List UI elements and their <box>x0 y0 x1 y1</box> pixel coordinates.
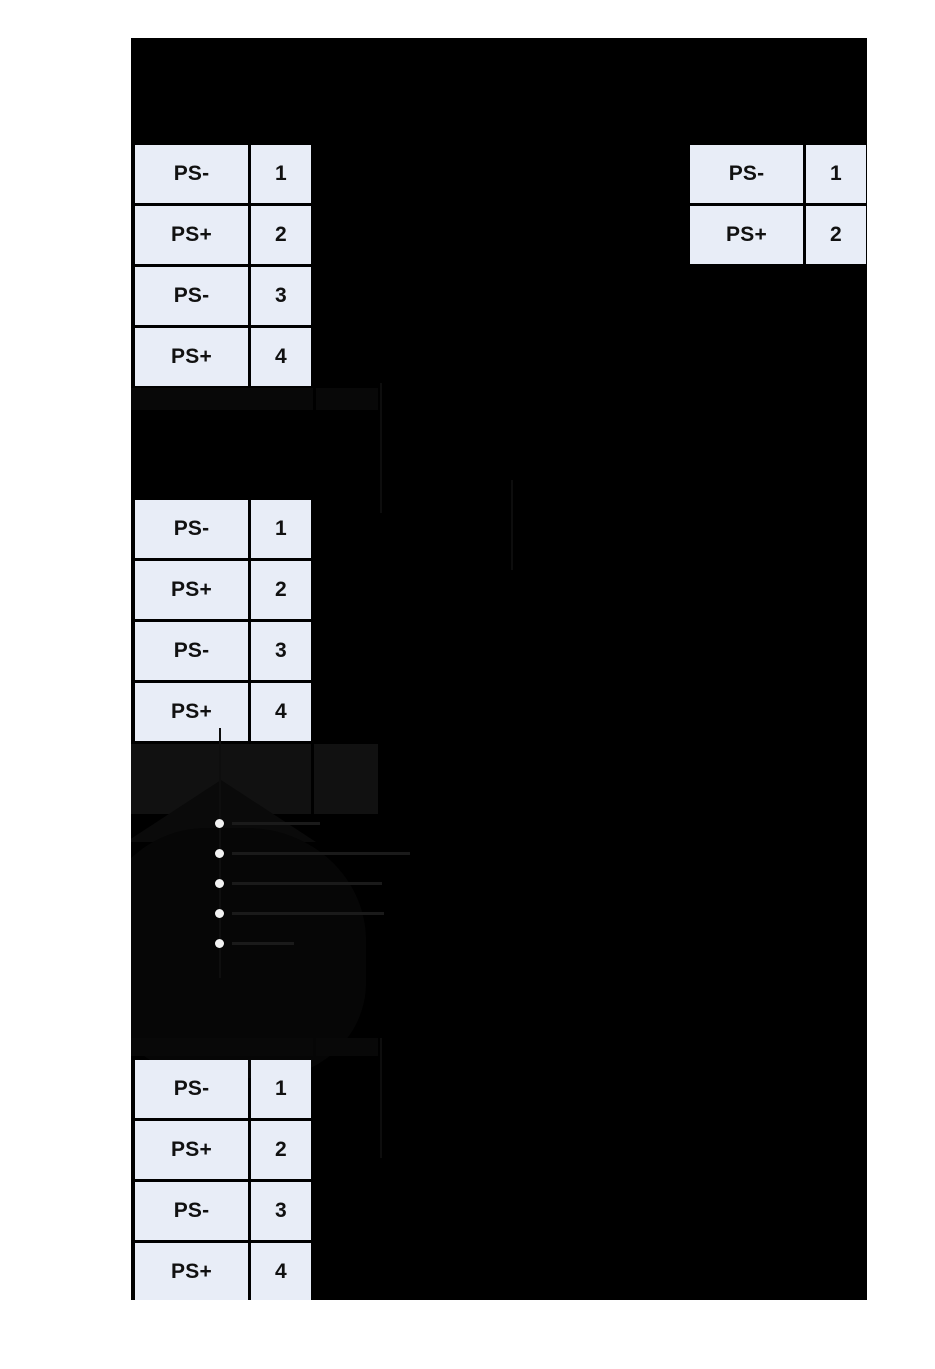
pin-signal-cell: PS+ <box>690 206 803 264</box>
pin-signal-cell: PS+ <box>135 561 248 619</box>
decoration-panel-right <box>314 744 378 814</box>
pin-signal-cell: PS- <box>135 1060 248 1118</box>
bullet-dot-icon <box>215 938 224 948</box>
list-item[interactable] <box>215 838 410 868</box>
pin-number-cell: 2 <box>806 206 866 264</box>
bullet-dot-icon <box>215 818 224 828</box>
table-row[interactable]: PS+ 2 <box>135 561 311 619</box>
table-row[interactable]: PS- 3 <box>135 1182 311 1240</box>
bullet-text-line <box>232 911 384 915</box>
table-row[interactable]: PS- 1 <box>135 145 311 203</box>
pin-signal-cell: PS- <box>135 145 248 203</box>
pin-signal-cell: PS- <box>135 500 248 558</box>
decoration-band-upper-right <box>316 388 378 410</box>
bullet-list <box>215 808 410 958</box>
bullet-text-line <box>232 821 320 825</box>
table-row[interactable]: PS+ 2 <box>135 206 311 264</box>
bullet-text-line <box>232 881 382 885</box>
pin-table-connector-top-right: PS- 1 PS+ 2 <box>690 145 866 267</box>
decoration-blob <box>131 828 366 1078</box>
decoration-divider-upper <box>380 383 382 513</box>
pin-signal-cell: PS+ <box>135 206 248 264</box>
bullet-dot-icon <box>215 878 224 888</box>
pin-number-cell: 4 <box>251 1243 311 1300</box>
pin-number-cell: 1 <box>251 1060 311 1118</box>
pin-signal-cell: PS+ <box>135 328 248 386</box>
table-row[interactable]: PS- 1 <box>135 500 311 558</box>
table-row[interactable]: PS+ 2 <box>135 1121 311 1179</box>
pin-number-cell: 2 <box>251 561 311 619</box>
bullet-dot-icon <box>215 848 224 858</box>
decoration-divider-middle <box>511 480 513 570</box>
list-item[interactable] <box>215 868 410 898</box>
pin-number-cell: 4 <box>251 683 311 741</box>
pin-number-cell: 1 <box>806 145 866 203</box>
pin-table-connector-bottom-left: PS- 1 PS+ 2 PS- 3 PS+ 4 <box>135 1060 311 1300</box>
pin-signal-cell: PS+ <box>135 683 248 741</box>
decoration-divider-lower <box>380 1038 382 1158</box>
table-row[interactable]: PS+ 4 <box>135 683 311 741</box>
pin-table-connector-middle-left: PS- 1 PS+ 2 PS- 3 PS+ 4 <box>135 500 311 744</box>
list-item[interactable] <box>215 808 410 838</box>
pin-signal-cell: PS+ <box>135 1243 248 1300</box>
pin-signal-cell: PS- <box>690 145 803 203</box>
bullet-dot-icon <box>215 908 224 918</box>
decoration-band-upper <box>131 388 313 410</box>
pin-signal-cell: PS- <box>135 1182 248 1240</box>
table-row[interactable]: PS- 3 <box>135 267 311 325</box>
table-row[interactable]: PS+ 2 <box>690 206 866 264</box>
pin-signal-cell: PS+ <box>135 1121 248 1179</box>
list-item[interactable] <box>215 928 410 958</box>
pin-number-cell: 3 <box>251 267 311 325</box>
pin-number-cell: 3 <box>251 1182 311 1240</box>
pin-table-connector-top-left: PS- 1 PS+ 2 PS- 3 PS+ 4 <box>135 145 311 389</box>
diagram-canvas: PS- 1 PS+ 2 PS- 3 PS+ 4 PS- 1 PS+ 2 PS- … <box>131 38 867 1300</box>
table-row[interactable]: PS- 1 <box>135 1060 311 1118</box>
table-row[interactable]: PS+ 4 <box>135 328 311 386</box>
pin-signal-cell: PS- <box>135 622 248 680</box>
bullet-text-line <box>232 941 294 945</box>
pin-number-cell: 1 <box>251 500 311 558</box>
pin-number-cell: 1 <box>251 145 311 203</box>
pin-number-cell: 3 <box>251 622 311 680</box>
bullet-text-line <box>232 851 410 855</box>
pin-number-cell: 2 <box>251 206 311 264</box>
pin-number-cell: 4 <box>251 328 311 386</box>
pin-number-cell: 2 <box>251 1121 311 1179</box>
table-row[interactable]: PS- 3 <box>135 622 311 680</box>
list-item[interactable] <box>215 898 410 928</box>
table-row[interactable]: PS+ 4 <box>135 1243 311 1300</box>
table-row[interactable]: PS- 1 <box>690 145 866 203</box>
pin-signal-cell: PS- <box>135 267 248 325</box>
